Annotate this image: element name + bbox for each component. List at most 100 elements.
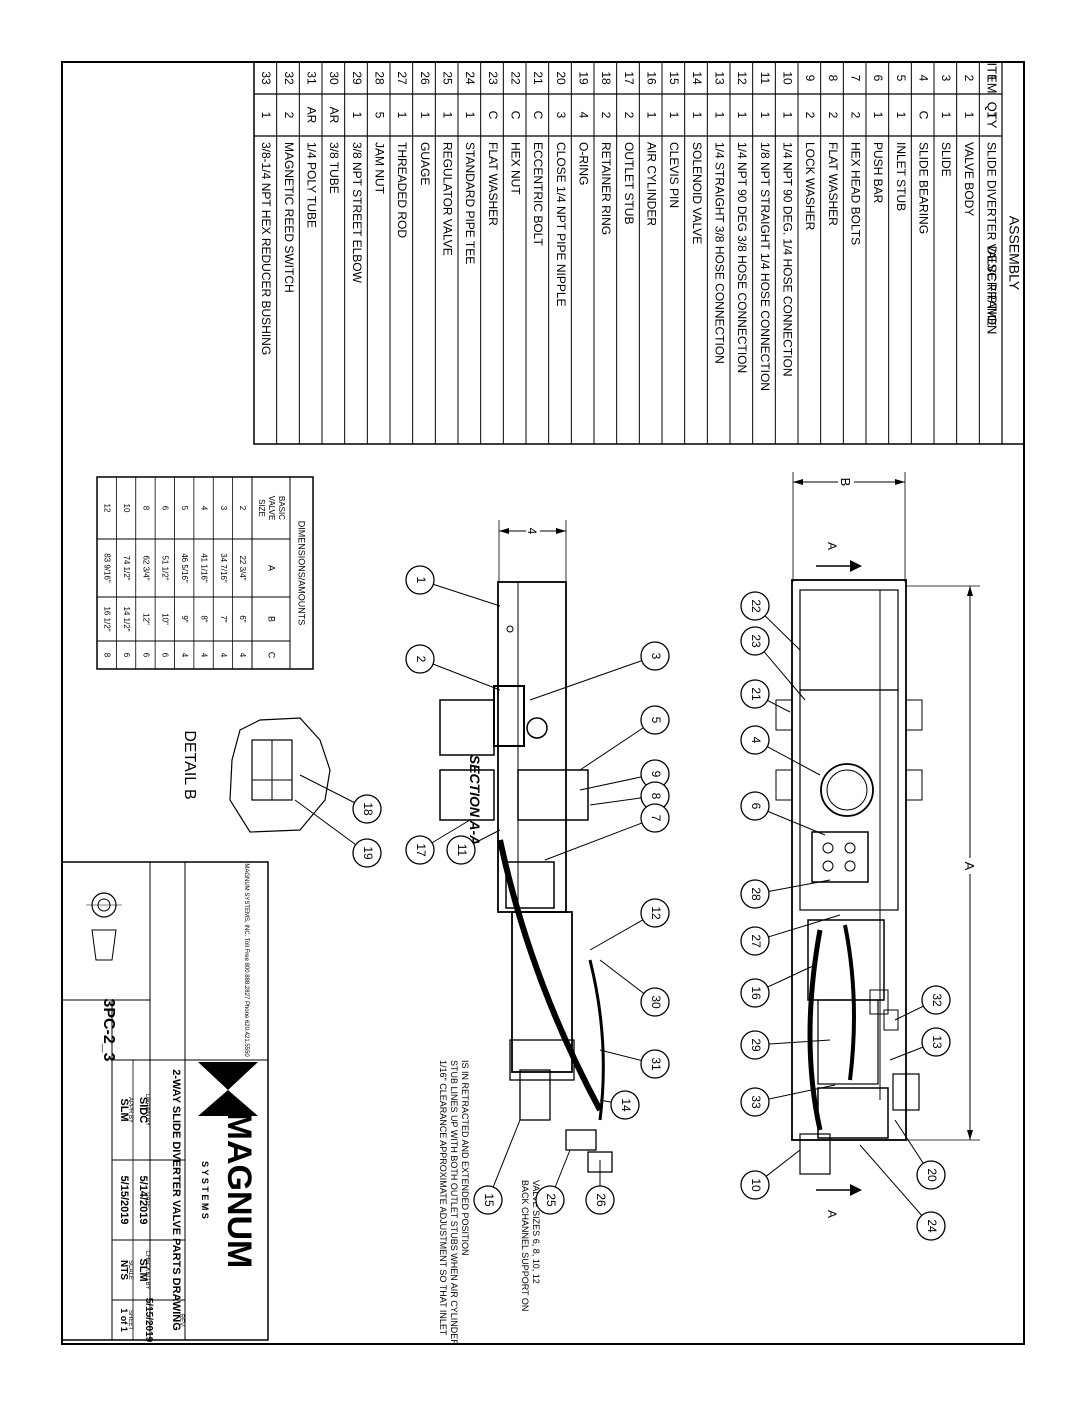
- bom-item-description: REGULATOR VALVE: [440, 142, 454, 256]
- bom-item-description: FLAT WASHER: [826, 142, 840, 226]
- item-balloon-label: 26: [594, 1193, 608, 1207]
- item-balloon: [446, 835, 476, 865]
- bom-item-description: SLIDE DIVERTER VALVE FRAME: [984, 142, 998, 326]
- item-balloon-label: 23: [749, 634, 763, 648]
- sheet-label: SHEET: [127, 1310, 133, 1330]
- bom-item-qty: 1: [871, 112, 885, 119]
- bom-item-number: 29: [350, 71, 364, 85]
- bom-item-qty: 2: [803, 112, 817, 119]
- bom-item-number: 1: [984, 75, 998, 82]
- approved-by: SLM: [118, 1098, 130, 1121]
- bom-item-description: 3/8-1/4 NPT HEX REDUCER BUSHING: [259, 142, 273, 355]
- bom-item-description: 1/8 NPT STRAIGHT 1/4 HOSE CONNECTION: [758, 142, 772, 391]
- item-balloon-label: 24: [925, 1219, 939, 1233]
- bom-item-description: PUSH BAR: [871, 142, 885, 204]
- bom-item-number: 5: [894, 75, 908, 82]
- dim-4-label: 4: [525, 528, 539, 535]
- back-channel-note: BACK CHANNEL SUPPORT ONVALVE SIZES 6, 8,…: [520, 1180, 541, 1311]
- item-balloon: [740, 1087, 770, 1117]
- drawing-number: 3PC-2_3: [100, 998, 117, 1061]
- item-balloon-label: 19: [361, 846, 375, 860]
- bom-header-item: ITEM: [985, 62, 1000, 93]
- item-balloon-label: 30: [649, 995, 663, 1009]
- item-balloon: [740, 926, 770, 956]
- item-balloon-label: 14: [619, 1098, 633, 1112]
- bom-item-number: 26: [418, 71, 432, 85]
- dims-cell: 9": [180, 615, 189, 622]
- item-balloon: [352, 838, 382, 868]
- dims-header-size: VALVE: [267, 496, 276, 521]
- bom-item-qty: 2: [622, 112, 636, 119]
- leader-line: [754, 914, 841, 942]
- item-balloon: [640, 987, 670, 1017]
- bom-item-qty: 1: [758, 112, 772, 119]
- dims-cell: 16 1/2": [103, 606, 112, 631]
- bom-item-qty: C: [508, 111, 522, 120]
- item-balloon-label: 28: [749, 887, 763, 901]
- bom-item-description: O-RING: [576, 142, 590, 185]
- item-balloon: [640, 898, 670, 928]
- bom-item-qty: 1: [984, 112, 998, 119]
- item-balloon-label: 20: [925, 1168, 939, 1182]
- bom-item-qty: 1: [418, 112, 432, 119]
- rev-label: REV: [178, 1314, 184, 1326]
- dims-cell: 7": [219, 615, 228, 622]
- item-balloon: [740, 591, 770, 621]
- item-balloon: [916, 1211, 946, 1241]
- bom-item-description: 1/4 NPT 90 DEG. 1/4 HOSE CONNECTION: [780, 142, 794, 377]
- dims-cell: 10": [161, 613, 170, 625]
- dims-cell: 34 7/16": [219, 553, 228, 583]
- bom-item-number: 15: [667, 71, 681, 85]
- bom-item-number: 14: [690, 71, 704, 85]
- bom-item-number: 33: [259, 71, 273, 85]
- dims-cell: 8: [103, 653, 112, 658]
- dim-b-label: B: [838, 478, 853, 487]
- item-balloon: [473, 1185, 503, 1215]
- bom-item-number: 10: [780, 71, 794, 85]
- bom-item-description: JAM NUT: [372, 142, 386, 195]
- bom-item-description: CLOSE 1/4 NPT PIPE NIPPLE: [554, 142, 568, 307]
- drawn-by-label: DRAWN BY: [144, 1094, 150, 1126]
- bom-item-qty: 1: [712, 112, 726, 119]
- bom-item-qty: AR: [327, 107, 341, 124]
- item-balloon: [740, 791, 770, 821]
- item-balloon: [740, 679, 770, 709]
- dims-cell: 12": [141, 613, 150, 625]
- checked-by: SLM: [137, 1258, 149, 1281]
- dims-cell: 6: [161, 506, 170, 511]
- bom-item-qty: 2: [826, 112, 840, 119]
- dims-cell: 22 3/4": [238, 555, 247, 580]
- company-sub: S Y S T E M S: [200, 1161, 210, 1219]
- bom-item-number: 30: [327, 71, 341, 85]
- bom-item-qty: 1: [395, 112, 409, 119]
- item-balloon: [916, 1160, 946, 1190]
- bom-item-qty: 1: [939, 112, 953, 119]
- bom-item-number: 31: [304, 71, 318, 85]
- section-view: 4 SECTION A-A 1/16" CLEARANCE APPROXIMAT…: [438, 520, 613, 1346]
- bom-item-qty: 5: [372, 112, 386, 119]
- bom-item-qty: 1: [644, 112, 658, 119]
- item-balloon: [585, 1185, 615, 1215]
- item-balloon-label: 10: [749, 1178, 763, 1192]
- bom-item-description: SLIDE: [939, 142, 953, 177]
- bom-item-description: RETAINER RING: [599, 142, 613, 235]
- dims-cell: 41 1/16": [199, 553, 208, 583]
- item-balloon: [610, 1090, 640, 1120]
- item-balloon: [740, 626, 770, 656]
- dims-cell: 5: [180, 506, 189, 511]
- bom-item-qty: 1: [667, 112, 681, 119]
- bom-item-number: 8: [826, 75, 840, 82]
- leader-line: [544, 817, 656, 861]
- bom-item-number: 18: [599, 71, 613, 85]
- bom-item-description: HEX HEAD BOLTS: [848, 142, 862, 245]
- bom-item-number: 4: [916, 75, 930, 82]
- dims-cell: 4: [219, 653, 228, 658]
- bom-item-description: 3/8 TUBE: [327, 142, 341, 194]
- bom-header-description: DESCRIPTION: [985, 246, 1000, 335]
- bom-item-number: 6: [871, 75, 885, 82]
- item-balloon-label: 16: [749, 986, 763, 1000]
- item-balloon: [921, 985, 951, 1015]
- approved-by-label: APPR BY: [127, 1097, 133, 1123]
- section-arrow-a-bottom: A: [825, 1210, 839, 1218]
